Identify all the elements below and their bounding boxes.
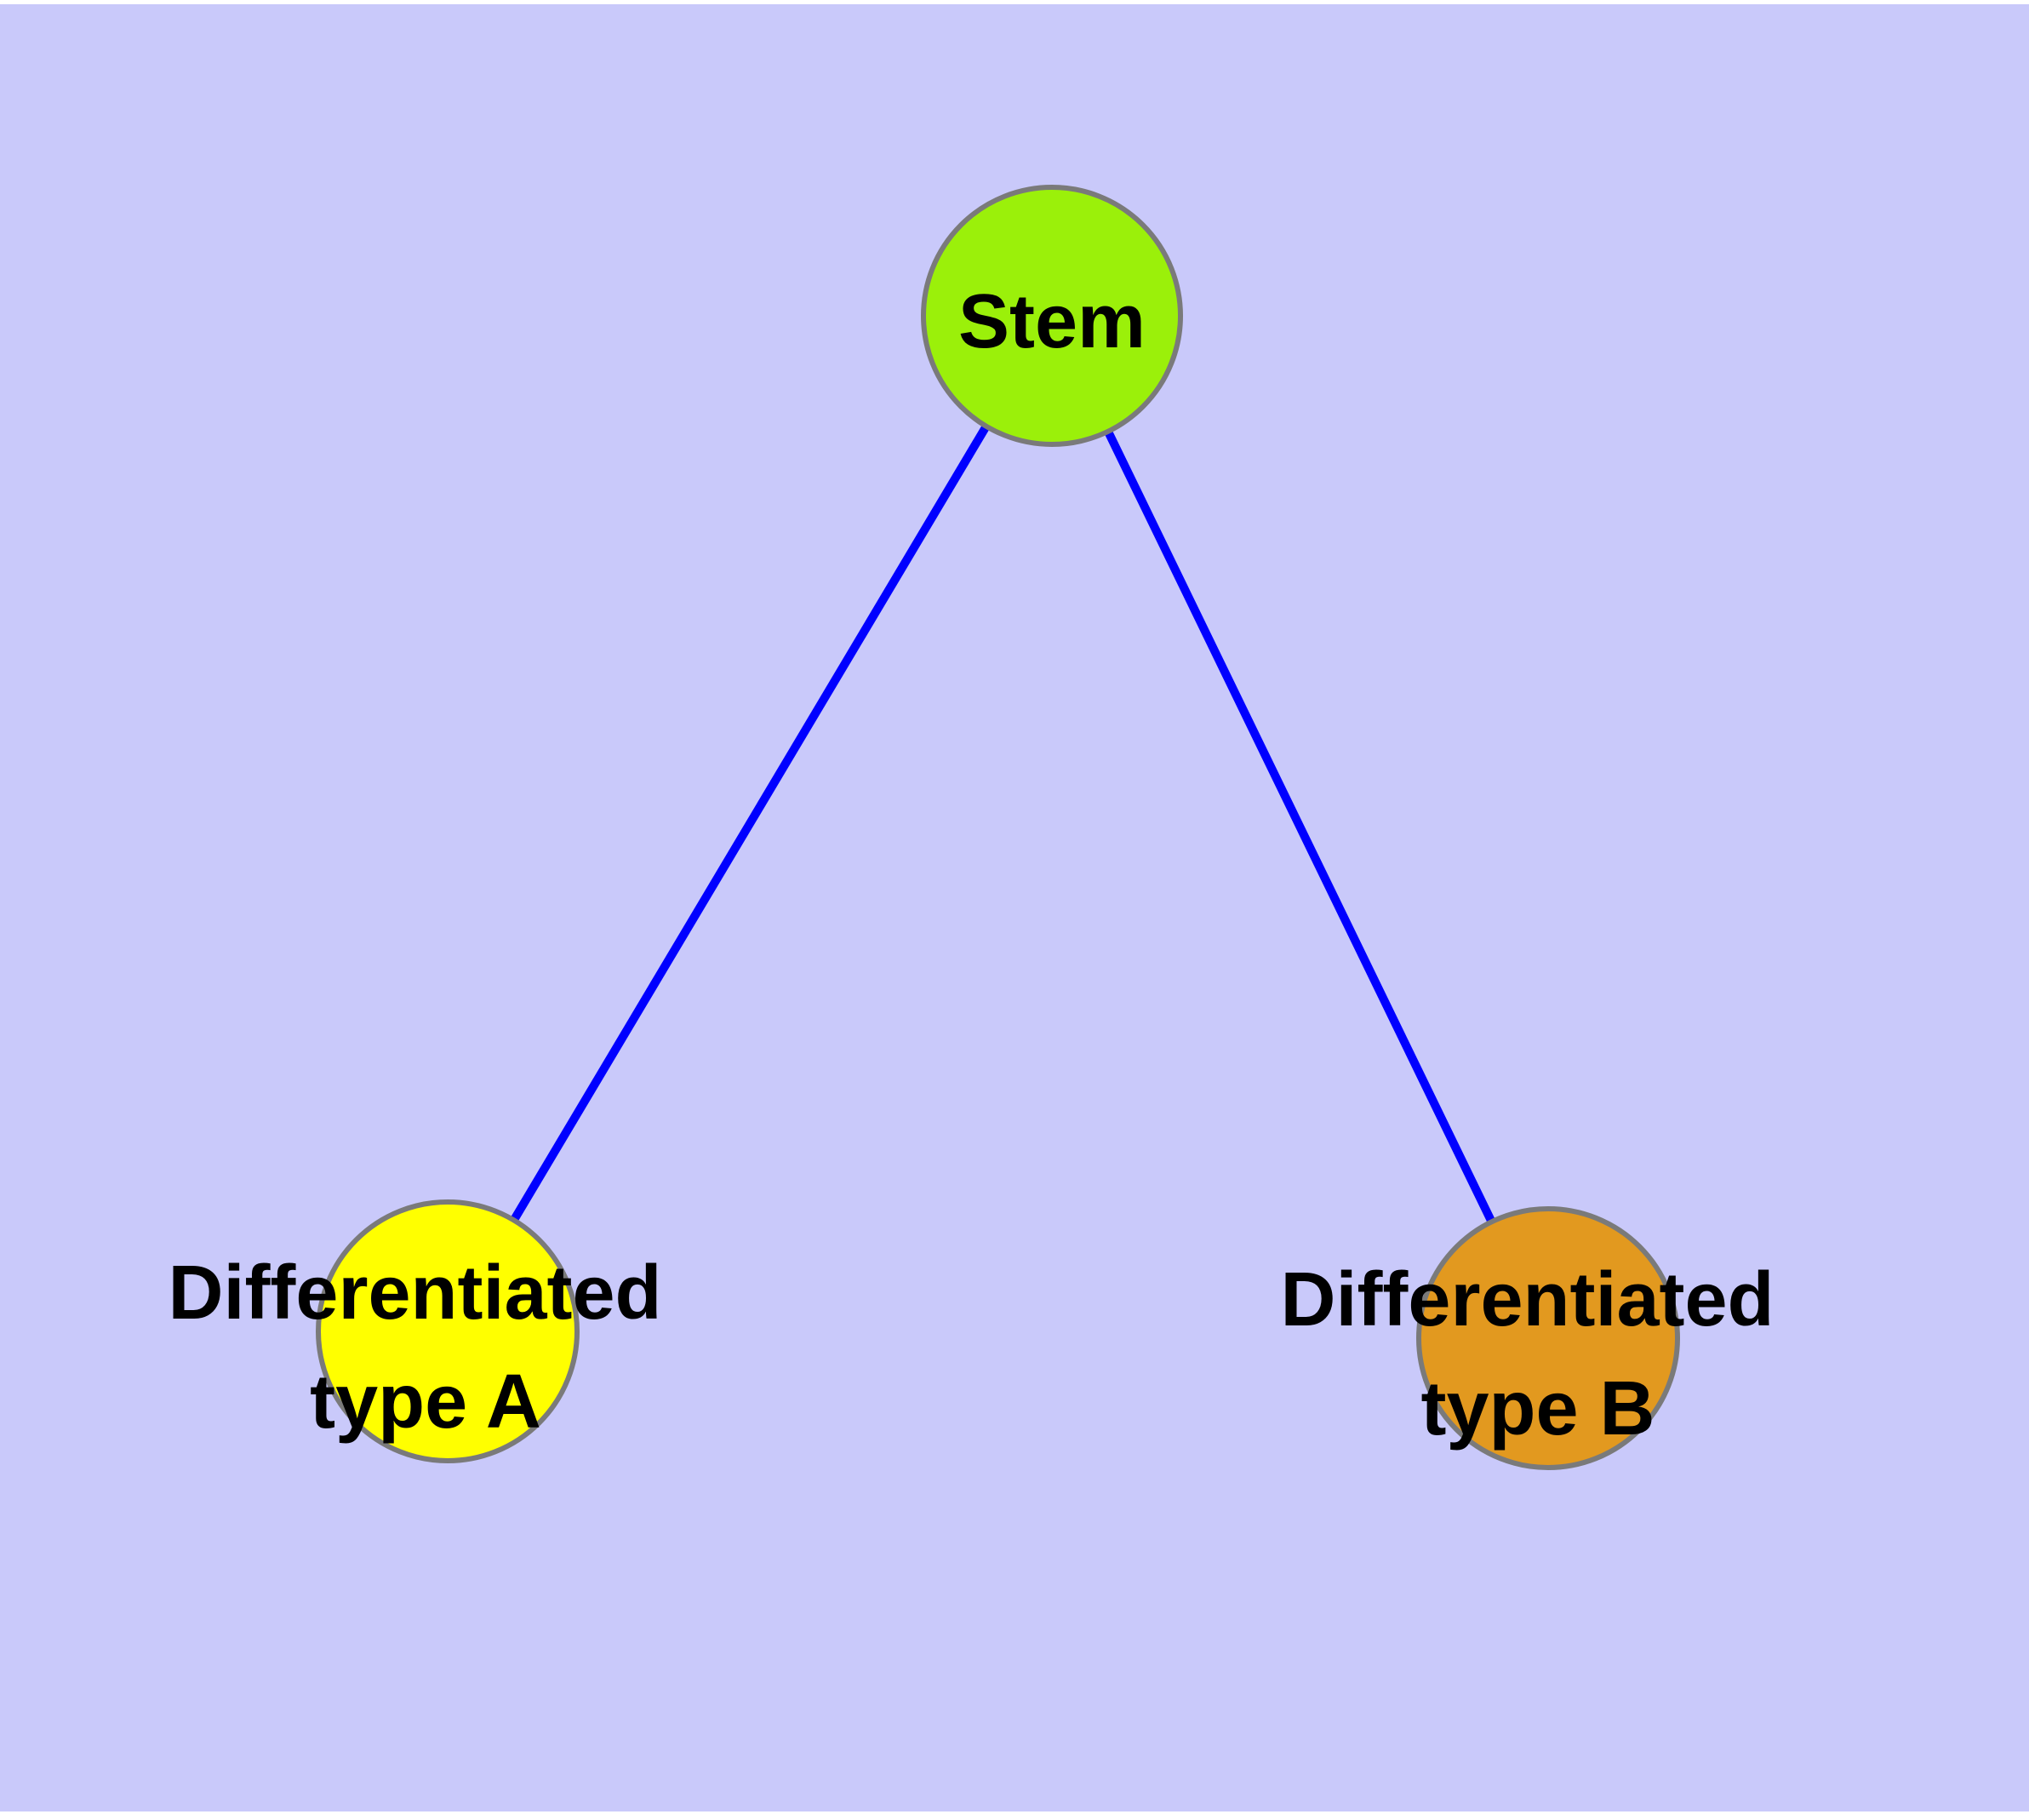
- label-line-1: Differentiated: [1280, 1257, 1774, 1342]
- edge-stem-to-differentiated-type-b: [1048, 313, 1552, 1341]
- node-differentiated-type-b-label: Differentiated type B: [1280, 1257, 1795, 1451]
- node-differentiated-type-a-circle: [316, 1199, 580, 1463]
- label-line-1: Differentiated: [168, 1251, 661, 1336]
- node-stem-label: Stem: [958, 279, 1146, 364]
- node-differentiated-type-a-label: Differentiated type A: [168, 1251, 683, 1445]
- label-line-2: type B: [1420, 1366, 1655, 1451]
- label-line-2: type A: [310, 1359, 541, 1445]
- edge-stem-to-differentiated-type-a: [443, 313, 1056, 1334]
- node-stem-circle: [921, 185, 1183, 447]
- node-differentiated-type-b-circle: [1416, 1206, 1680, 1470]
